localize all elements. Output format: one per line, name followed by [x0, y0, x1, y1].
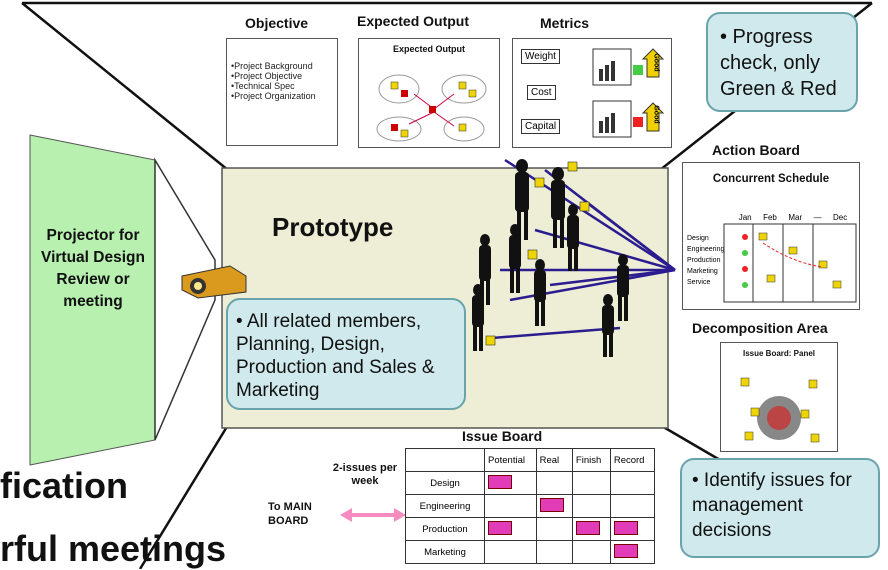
concurrent-schedule-title: Concurrent Schedule	[712, 173, 830, 185]
row-label: Production	[405, 517, 485, 541]
team-members-illustration	[472, 158, 676, 357]
issue-chip	[613, 520, 638, 535]
objective-title: Objective	[245, 15, 309, 31]
objective-item: •Technical Spec	[231, 81, 295, 91]
issue-cell	[484, 471, 537, 495]
issue-chip	[575, 520, 600, 535]
issue-chip	[488, 474, 512, 489]
background-text-line2: rful meetings	[0, 528, 227, 569]
members-callout: • All related members, Planning, Design,…	[226, 298, 466, 410]
column-header	[405, 448, 485, 472]
issue-chip	[613, 543, 638, 558]
table-row: Design	[405, 471, 656, 495]
row-label: Marketing	[405, 540, 485, 564]
projector-label: Projector for Virtual Design Review or m…	[41, 227, 145, 310]
column-header: Finish	[571, 448, 611, 472]
month-label: —	[813, 213, 822, 222]
issue-cell	[484, 494, 537, 518]
table-header-row: Potential Real Finish Record	[405, 448, 656, 472]
table-row: Engineering	[405, 494, 656, 518]
issue-chip	[488, 520, 512, 535]
issue-cell	[609, 494, 656, 518]
issue-cell	[571, 494, 611, 518]
schedule-row-label: Design	[687, 235, 709, 242]
issue-cell	[609, 517, 656, 541]
issue-board-table: Potential Real Finish Record Design Engi…	[405, 448, 656, 564]
metric-cost: Cost	[527, 85, 556, 100]
column-header: Record	[609, 448, 656, 472]
main-board-label: To MAIN BOARD	[268, 501, 312, 527]
month-label: Mar	[788, 213, 803, 222]
issue-rate-label: 2-issues per week	[332, 462, 398, 487]
objective-item: •Project Background	[231, 61, 313, 71]
decomposition-title: Decomposition Area	[692, 320, 828, 336]
issue-panel-title: Issue Board: Panel	[742, 349, 816, 358]
decomposition-panel: Issue Board: Panel	[720, 342, 838, 452]
expected-output-panel: Expected Output	[358, 38, 500, 148]
issue-cell	[571, 471, 611, 495]
projection-beam	[154, 157, 216, 441]
month-label: Dec	[833, 213, 848, 222]
expected-output-title: Expected Output	[357, 13, 470, 29]
metric-weight: Weight	[521, 49, 560, 64]
objective-item: •Project Objective	[231, 71, 303, 81]
issue-cell	[535, 540, 573, 564]
background-text-line1: fication	[0, 465, 129, 506]
table-row: Production	[405, 517, 656, 541]
issue-chip	[539, 497, 564, 512]
issue-cell	[571, 517, 611, 541]
action-board-title: Action Board	[712, 142, 800, 158]
column-header: Real	[535, 448, 573, 472]
metrics-panel: Weight Cost Capital Good Good	[512, 38, 672, 148]
projector-icon	[181, 265, 247, 299]
schedule-row-label: Engineering	[687, 246, 725, 253]
action-board-panel: Concurrent Schedule Jan Feb Mar — Dec De…	[682, 162, 860, 310]
row-label: Engineering	[405, 494, 485, 518]
issue-cell	[609, 540, 656, 564]
issue-cell	[535, 517, 573, 541]
month-label: Jan	[738, 213, 752, 222]
metrics-title: Metrics	[540, 15, 590, 31]
progress-callout: • Progress check, only Green & Red	[706, 12, 858, 112]
column-header: Potential	[484, 448, 537, 472]
table-row: Marketing	[405, 540, 656, 564]
issue-cell	[535, 494, 573, 518]
objective-panel: •Project Background •Project Objective •…	[226, 38, 338, 146]
schedule-grid	[723, 223, 857, 303]
issues-callout: • Identify issues for management decisio…	[680, 458, 880, 558]
decomposition-tree	[740, 377, 820, 443]
schedule-rows: Design Engineering Production Marketing …	[687, 233, 724, 288]
issue-cell	[484, 517, 537, 541]
metric-charts	[592, 48, 665, 138]
issue-notes	[485, 161, 590, 346]
schedule-row-label: Production	[687, 257, 721, 264]
prototype-label: Prototype	[272, 212, 394, 242]
issue-cell	[571, 540, 611, 564]
schedule-months: Jan Feb Mar — Dec	[733, 213, 853, 222]
schedule-row-label: Service	[687, 279, 711, 286]
month-label: Feb	[763, 213, 777, 222]
issue-cell	[609, 471, 656, 495]
issue-cell	[484, 540, 537, 564]
row-label: Design	[405, 471, 485, 495]
schedule-row-label: Marketing	[687, 268, 718, 275]
good-badge: Good	[652, 53, 660, 72]
issue-cell	[535, 471, 573, 495]
double-arrow-icon	[340, 508, 406, 522]
issue-board-title: Issue Board	[462, 428, 543, 444]
expected-output-network	[376, 74, 487, 142]
objective-item: •Project Organization	[231, 91, 316, 101]
metric-capital: Capital	[521, 119, 561, 134]
people-silhouettes	[472, 159, 629, 357]
expected-output-inner-title: Expected Output	[392, 44, 465, 54]
